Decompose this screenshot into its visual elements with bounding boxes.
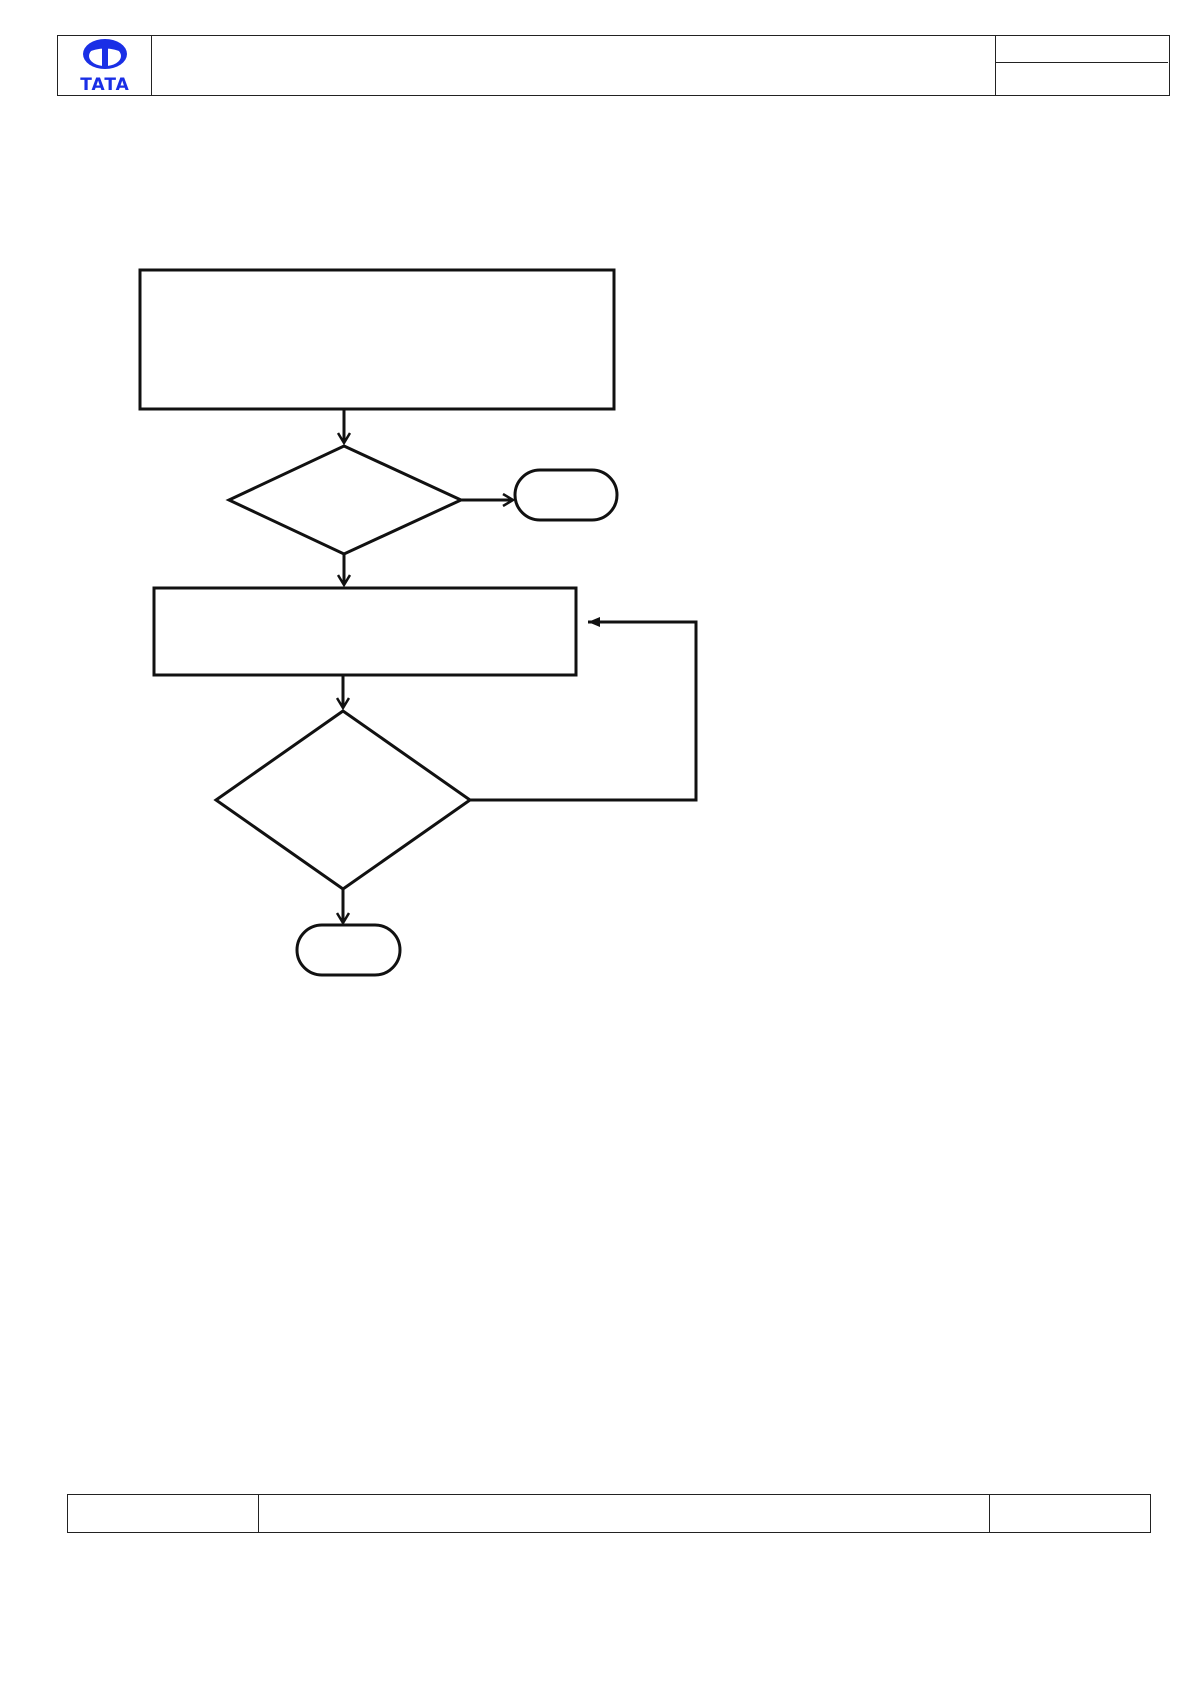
process-box-2 <box>152 586 578 677</box>
tata-logo-icon: TATA <box>80 39 130 95</box>
process-box-1 <box>138 268 616 411</box>
connector-loop-decision2-process2 <box>470 617 698 802</box>
terminal-2 <box>295 923 402 977</box>
document-title <box>152 36 996 95</box>
terminal-1 <box>513 468 619 522</box>
decision-diamond-2 <box>213 709 473 891</box>
footer-table <box>67 1494 1151 1533</box>
logo-cell: TATA <box>58 36 152 95</box>
footer-center-cell <box>259 1495 990 1532</box>
document-number <box>996 36 1168 63</box>
footer-right-cell <box>990 1495 1150 1532</box>
footer-left-cell <box>68 1495 259 1532</box>
logo-brand-text: TATA <box>80 75 130 94</box>
decision-diamond-1 <box>225 444 465 556</box>
header-table: TATA <box>57 35 1170 96</box>
